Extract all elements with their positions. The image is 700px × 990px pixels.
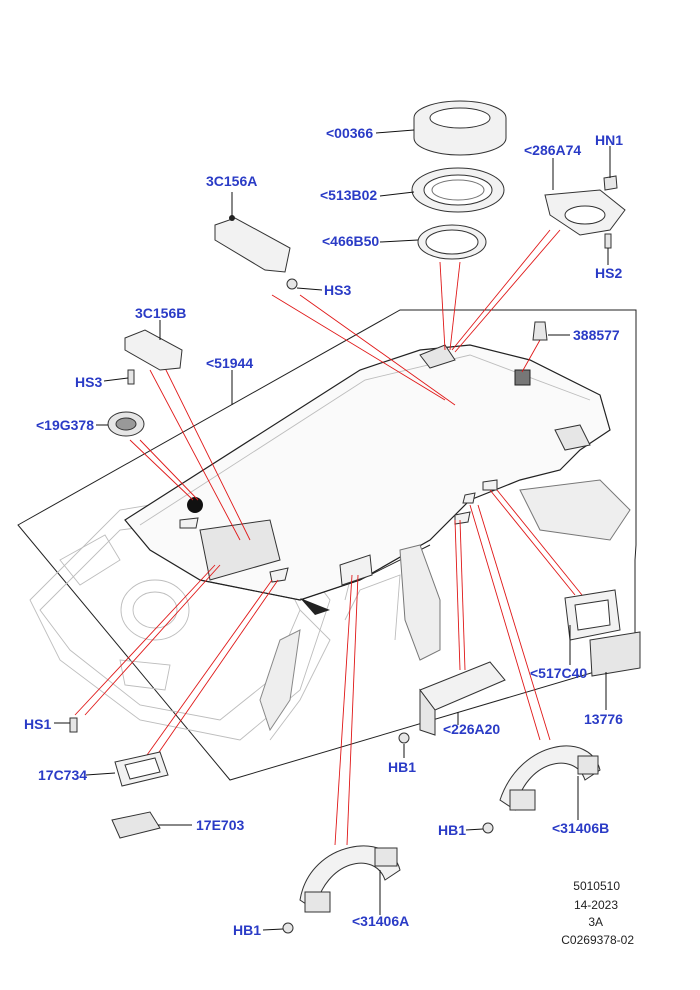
part-466B50-gasket [417,224,487,260]
part-19G378-speaker [107,411,145,437]
callout-17E703: 17E703 [196,817,244,833]
pillar-trims [259,479,631,732]
part-HB1-bolt-a [398,732,410,744]
callout-17C734: 17C734 [38,767,87,783]
callout-HS2: HS2 [595,265,622,281]
part-3C156A-bracket [214,215,291,273]
callout-19G378: <19G378 [36,417,94,433]
part-HN1-nut [603,175,618,191]
callout-31406A: <31406A [352,913,409,929]
callout-HB1-a: HB1 [388,759,416,775]
callout-466B50: <466B50 [322,233,379,249]
part-00366-ring [413,100,507,156]
callout-226A20: <226A20 [443,721,500,737]
callout-13776: 13776 [584,711,623,727]
callout-517C40: <517C40 [530,665,587,681]
callout-3C156B: 3C156B [135,305,186,321]
part-HB1-bolt-b [482,822,494,834]
part-31406A-grab-handle [299,845,401,913]
callout-HS3-b: HS3 [75,374,102,390]
reference-line-1: 5010510 [573,879,620,893]
callout-513B02: <513B02 [320,187,377,203]
part-HS3-screw-b [127,369,135,385]
part-HS1-screw [69,717,78,733]
callout-388577: 388577 [573,327,620,343]
callout-HS3-a: HS3 [324,282,351,298]
callout-HN1: HN1 [595,132,623,148]
reference-line-2: 14-2023 [574,898,618,912]
callout-51944: <51944 [206,355,253,371]
reference-block: 5010510 14-2023 3A C0269378-02 [561,879,634,947]
callout-labels: <00366 <286A74 HN1 3C156A <513B02 <466B5… [24,125,623,938]
part-17E703-bezel [111,811,161,839]
part-31406B-grab-handle [499,745,601,811]
part-HB1-bolt-c [282,922,294,934]
red-leader-lines [74,229,583,846]
callout-286A74: <286A74 [524,142,581,158]
callout-HB1-b: HB1 [438,822,466,838]
part-13776-lamp [589,631,641,677]
part-HS2-screw [604,233,612,249]
black-leader-lines [54,129,611,931]
part-517C40-bezel [564,589,621,641]
part-388577-clip [532,321,548,341]
part-HS3-screw-a [286,278,298,290]
callout-3C156A: 3C156A [206,173,257,189]
part-226A20-bracket [419,661,506,736]
callout-HS1: HS1 [24,716,51,732]
part-513B02-ring [411,167,505,213]
callout-31406B: <31406B [552,820,609,836]
part-3C156B-bracket [124,329,183,371]
reference-line-4: C0269378-02 [561,933,634,947]
part-17C734-bezel [114,751,169,787]
callout-00366: <00366 [326,125,373,141]
part-286A74-bracket [544,189,626,236]
reference-line-3: 3A [588,915,603,929]
callout-HB1-c: HB1 [233,922,261,938]
